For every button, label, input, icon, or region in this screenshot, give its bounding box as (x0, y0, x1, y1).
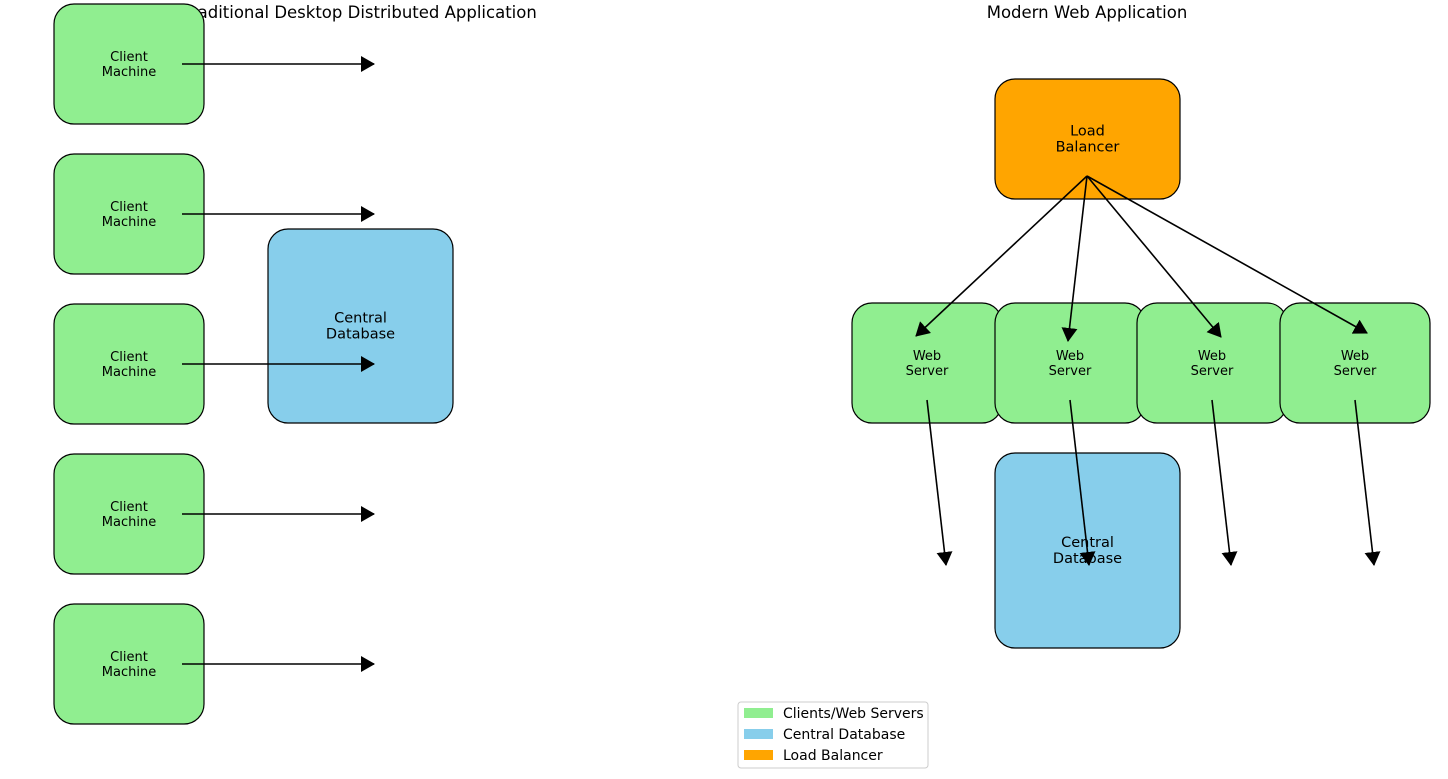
central-database-left-label-line: Central (334, 311, 387, 327)
load-balancer-label-line: Balancer (1056, 140, 1120, 156)
legend-label-load-balancer: Load Balancer (783, 748, 883, 764)
central-database-right-label-line: Central (1061, 535, 1114, 551)
central-database-left-shape (267, 228, 454, 424)
server-db-arrow-1 (926, 399, 953, 566)
web-server-4-shape (1279, 302, 1431, 424)
client-machine-5-label-line: Machine (102, 665, 156, 680)
legend-label-clients: Clients/Web Servers (783, 706, 924, 722)
web-server-2-label-line: Web (1056, 349, 1084, 364)
central-database-left-label-line: Database (326, 327, 395, 343)
web-server-4-label-line: Server (1334, 364, 1377, 379)
legend-label-database: Central Database (783, 727, 905, 743)
legend: Clients/Web Servers Central Database Loa… (737, 701, 929, 769)
server-db-arrow-4 (1354, 399, 1381, 566)
load-balancer-label-line: Load (1070, 124, 1105, 140)
web-server-2-label-line: Server (1049, 364, 1092, 379)
server-db-arrow-3 (1211, 399, 1238, 566)
client-machine-4-label-line: Machine (102, 515, 156, 530)
client-machine-1-label-line: Client (110, 50, 148, 65)
client-machine-5-label-line: Client (110, 650, 148, 665)
web-server-4-label-line: Web (1341, 349, 1369, 364)
web-server-1-label-line: Server (906, 364, 949, 379)
client-machine-2-label-line: Machine (102, 215, 156, 230)
web-server-3-label-line: Web (1198, 349, 1226, 364)
client-machine-3-label-line: Machine (102, 365, 156, 380)
web-server-3-label-line: Server (1191, 364, 1234, 379)
client-machine-1-label-line: Machine (102, 65, 156, 80)
client-machine-3-label-line: Client (110, 350, 148, 365)
lb-arrow-2 (1061, 175, 1088, 342)
lb-arrow-4 (1086, 175, 1368, 334)
web-server-1-label-line: Web (913, 349, 941, 364)
legend-swatch-load-balancer (744, 750, 773, 760)
right-panel-title: Modern Web Application (987, 3, 1188, 22)
lb-arrow-1 (915, 175, 1088, 337)
left-panel: CentralDatabaseClientMachineClientMachin… (53, 3, 454, 725)
legend-frame (737, 701, 929, 769)
client-machine-4-label-line: Client (110, 500, 148, 515)
left-panel-title: Traditional Desktop Distributed Applicat… (182, 3, 537, 22)
legend-swatch-database (744, 729, 773, 739)
legend-swatch-clients (744, 708, 773, 718)
load-balancer-shape (994, 78, 1181, 200)
server-db-arrow-2 (1069, 399, 1096, 566)
client-machine-2-label-line: Client (110, 200, 148, 215)
lb-arrow-3 (1086, 175, 1222, 338)
right-panel: LoadBalancerCentralDatabaseWebServerWebS… (851, 78, 1431, 649)
